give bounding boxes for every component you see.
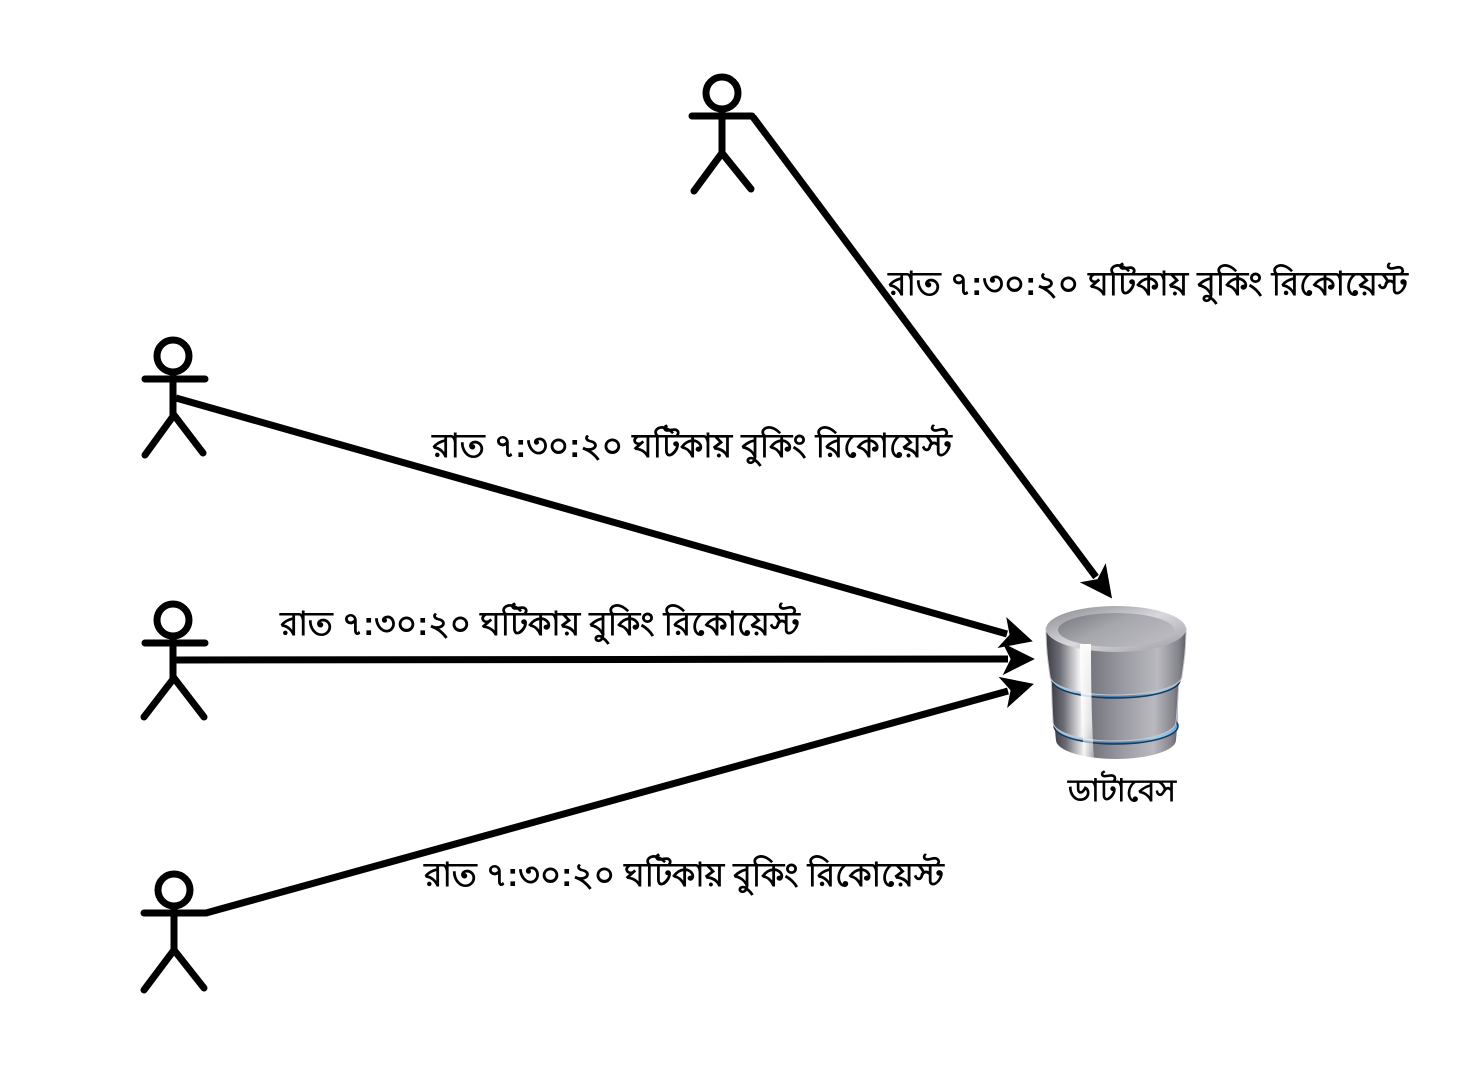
actor-upper-left — [141, 336, 209, 459]
message-arrow-2 — [175, 394, 1033, 649]
message-label-2: রাত ৭:৩০:২০ ঘটিকায় বুকিং রিকোয়েস্ট — [431, 424, 953, 467]
actor-body-icon — [140, 632, 209, 721]
actor-body-icon — [140, 902, 210, 994]
message-arrow-1 — [750, 114, 1113, 599]
actor-body-icon — [141, 368, 209, 459]
actor-bottom-left — [140, 870, 210, 994]
actor-top — [688, 73, 756, 195]
actor-middle-left — [140, 600, 209, 721]
database-icon — [1045, 606, 1187, 759]
message-arrow-3 — [175, 642, 1035, 676]
actor-body-icon — [688, 105, 756, 195]
message-arrows — [175, 114, 1113, 917]
message-label-1: রাত ৭:৩০:২০ ঘটিকায় বুকিং রিকোয়েস্ট — [887, 262, 1409, 305]
message-label-3: রাত ৭:৩০:২০ ঘটিকায় বুকিং রিকোয়েস্ট — [279, 602, 801, 645]
database-label: ডাটাবেস — [1067, 770, 1177, 808]
db-top-surface — [1058, 613, 1174, 647]
db-highlight-streak — [1080, 644, 1094, 758]
message-arrow-4 — [205, 676, 1034, 917]
message-label-4: রাত ৭:৩০:২০ ঘটিকায় বুকিং রিকোয়েস্ট — [423, 853, 945, 896]
